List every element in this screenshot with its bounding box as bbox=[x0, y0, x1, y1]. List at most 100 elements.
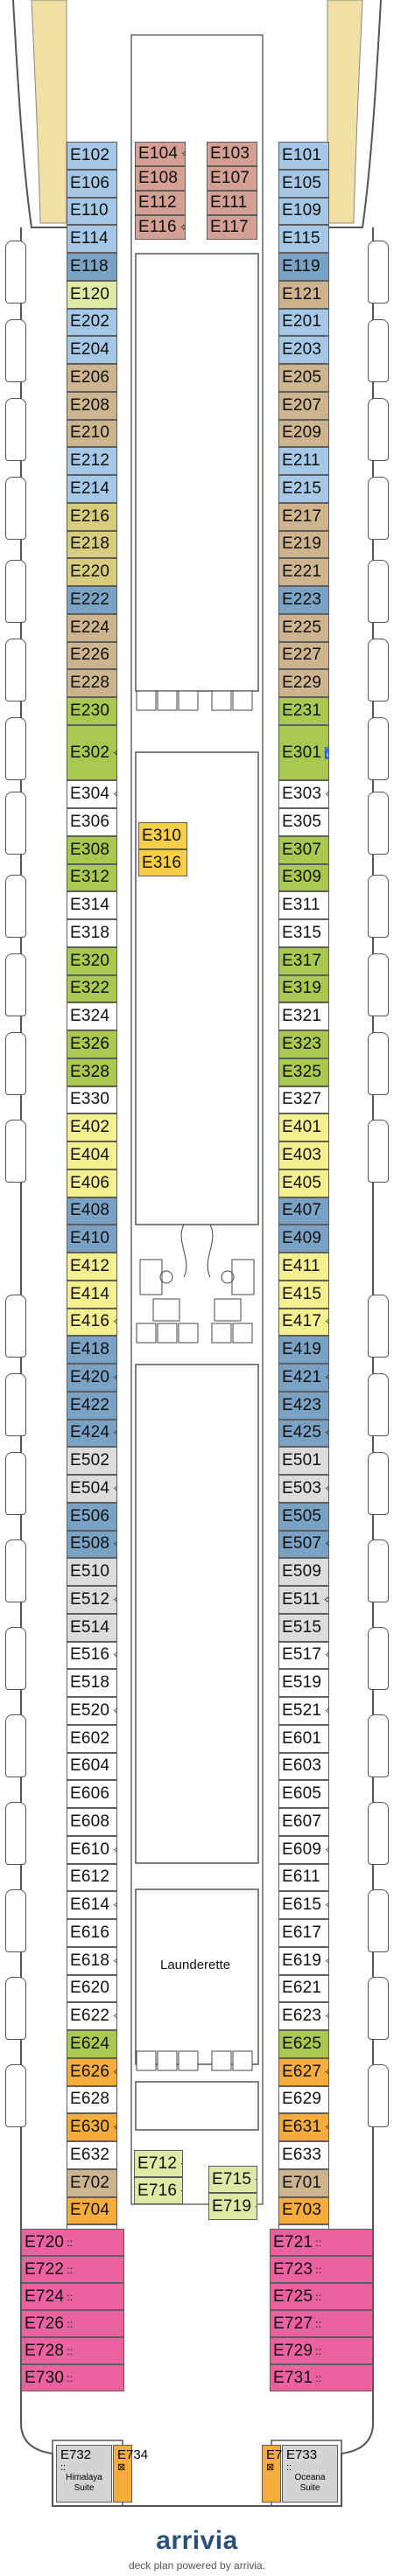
cabin-e218[interactable]: E218 bbox=[67, 530, 117, 559]
cabin-e319[interactable]: E319 bbox=[278, 974, 329, 1003]
cabin-e412[interactable]: E412 bbox=[67, 1253, 117, 1281]
cabin-e725[interactable]: E725:: bbox=[270, 2283, 373, 2310]
cabin-e515[interactable]: E515 bbox=[278, 1613, 329, 1642]
cabin-e416[interactable]: E416✧ bbox=[67, 1308, 117, 1337]
cabin-e729[interactable]: E729:: bbox=[270, 2337, 373, 2364]
cabin-e409[interactable]: E409 bbox=[278, 1225, 329, 1253]
cabin-e401[interactable]: E401 bbox=[278, 1113, 329, 1141]
cabin-e503[interactable]: E503✧ bbox=[278, 1475, 329, 1503]
cabin-e229[interactable]: E229 bbox=[278, 669, 329, 697]
cabin-e111[interactable]: E111 bbox=[207, 191, 257, 215]
cabin-e726[interactable]: E726:: bbox=[21, 2310, 124, 2337]
cabin-e410[interactable]: E410 bbox=[67, 1225, 117, 1253]
cabin-e703[interactable]: E703 bbox=[278, 2196, 329, 2225]
cabin-e317[interactable]: E317 bbox=[278, 946, 329, 975]
cabin-e203[interactable]: E203 bbox=[278, 336, 329, 364]
cabin-e226[interactable]: E226 bbox=[67, 641, 117, 670]
cabin-e227[interactable]: E227 bbox=[278, 641, 329, 670]
cabin-e301[interactable]: E301♿ bbox=[278, 724, 329, 781]
cabin-e220[interactable]: E220 bbox=[67, 558, 117, 586]
cabin-e505[interactable]: E505 bbox=[278, 1502, 329, 1531]
cabin-e414[interactable]: E414 bbox=[67, 1280, 117, 1309]
cabin-e606[interactable]: E606 bbox=[67, 1780, 117, 1808]
cabin-e115[interactable]: E115 bbox=[278, 225, 329, 253]
cabin-e631[interactable]: E631✧ bbox=[278, 2113, 329, 2141]
cabin-e201[interactable]: E201 bbox=[278, 308, 329, 337]
cabin-e501[interactable]: E501 bbox=[278, 1447, 329, 1475]
cabin-e619[interactable]: E619✧ bbox=[278, 1946, 329, 1975]
cabin-e307[interactable]: E307 bbox=[278, 835, 329, 864]
cabin-e103[interactable]: E103 bbox=[207, 142, 257, 166]
cabin-e620[interactable]: E620 bbox=[67, 1974, 117, 2003]
cabin-e321[interactable]: E321 bbox=[278, 1002, 329, 1030]
cabin-e105[interactable]: E105 bbox=[278, 169, 329, 198]
cabin-e702[interactable]: E702 bbox=[67, 2168, 117, 2197]
cabin-e108[interactable]: E108 bbox=[135, 166, 186, 191]
cabin-e626[interactable]: E626✧ bbox=[67, 2057, 117, 2086]
cabin-e318[interactable]: E318 bbox=[67, 919, 117, 947]
cabin-e205[interactable]: E205 bbox=[278, 364, 329, 392]
cabin-e511[interactable]: E511✧ bbox=[278, 1586, 329, 1614]
cabin-e408[interactable]: E408 bbox=[67, 1197, 117, 1225]
cabin-e315[interactable]: E315 bbox=[278, 919, 329, 947]
cabin-e712[interactable]: E712✧ bbox=[134, 2150, 183, 2177]
cabin-e618[interactable]: E618✧ bbox=[67, 1946, 117, 1975]
cabin-e309[interactable]: E309 bbox=[278, 863, 329, 892]
cabin-e629[interactable]: E629 bbox=[278, 2085, 329, 2114]
cabin-e424[interactable]: E424✧ bbox=[67, 1419, 117, 1448]
cabin-e506[interactable]: E506 bbox=[67, 1502, 117, 1531]
cabin-e628[interactable]: E628 bbox=[67, 2085, 117, 2114]
cabin-e721[interactable]: E721:: bbox=[270, 2229, 373, 2256]
cabin-e624[interactable]: E624 bbox=[67, 2030, 117, 2058]
cabin-e601[interactable]: E601 bbox=[278, 1724, 329, 1753]
cabin-e630[interactable]: E630✧ bbox=[67, 2113, 117, 2141]
cabin-e328[interactable]: E328 bbox=[67, 1058, 117, 1086]
cabin-e324[interactable]: E324 bbox=[67, 1002, 117, 1030]
cabin-e110[interactable]: E110 bbox=[67, 197, 117, 226]
cabin-e406[interactable]: E406 bbox=[67, 1169, 117, 1197]
cabin-e403[interactable]: E403 bbox=[278, 1141, 329, 1169]
cabin-e231[interactable]: E231 bbox=[278, 697, 329, 725]
cabin-e521[interactable]: E521✧ bbox=[278, 1697, 329, 1725]
cabin-e519[interactable]: E519 bbox=[278, 1669, 329, 1697]
cabin-e612[interactable]: E612 bbox=[67, 1863, 117, 1892]
cabin-e104[interactable]: E104✧ bbox=[135, 142, 186, 166]
cabin-e734[interactable]: E734⊠ bbox=[113, 2445, 148, 2503]
cabin-e114[interactable]: E114 bbox=[67, 225, 117, 253]
cabin-e120[interactable]: E120 bbox=[67, 280, 117, 309]
cabin-e724[interactable]: E724:: bbox=[21, 2283, 124, 2310]
cabin-e728[interactable]: E728:: bbox=[21, 2337, 124, 2364]
cabin-e507[interactable]: E507✧ bbox=[278, 1530, 329, 1559]
cabin-e417[interactable]: E417✧ bbox=[278, 1308, 329, 1337]
cabin-e614[interactable]: E614✧ bbox=[67, 1891, 117, 1919]
cabin-e116[interactable]: E116✧ bbox=[135, 215, 186, 240]
cabin-e304[interactable]: E304✧ bbox=[67, 780, 117, 808]
cabin-e402[interactable]: E402 bbox=[67, 1113, 117, 1141]
cabin-e330[interactable]: E330 bbox=[67, 1086, 117, 1114]
cabin-e101[interactable]: E101 bbox=[278, 142, 329, 170]
cabin-e209[interactable]: E209 bbox=[278, 419, 329, 448]
cabin-e425[interactable]: E425✧ bbox=[278, 1419, 329, 1448]
cabin-e303[interactable]: E303✧ bbox=[278, 780, 329, 808]
cabin-e603[interactable]: E603 bbox=[278, 1752, 329, 1781]
cabin-e716[interactable]: E716✧ bbox=[134, 2177, 183, 2204]
cabin-e306[interactable]: E306 bbox=[67, 808, 117, 836]
cabin-e320[interactable]: E320 bbox=[67, 946, 117, 975]
cabin-e112[interactable]: E112 bbox=[135, 191, 186, 215]
cabin-e207[interactable]: E207 bbox=[278, 391, 329, 420]
cabin-e514[interactable]: E514 bbox=[67, 1613, 117, 1642]
cabin-e604[interactable]: E604 bbox=[67, 1752, 117, 1781]
cabin-e720[interactable]: E720:: bbox=[21, 2229, 124, 2256]
cabin-e310[interactable]: E310 bbox=[138, 822, 187, 849]
cabin-e216[interactable]: E216 bbox=[67, 502, 117, 531]
cabin-e516[interactable]: E516✧ bbox=[67, 1641, 117, 1670]
cabin-e633[interactable]: E633 bbox=[278, 2141, 329, 2169]
cabin-e723[interactable]: E723:: bbox=[270, 2256, 373, 2283]
cabin-e508[interactable]: E508✧ bbox=[67, 1530, 117, 1559]
cabin-e204[interactable]: E204 bbox=[67, 336, 117, 364]
cabin-e605[interactable]: E605 bbox=[278, 1780, 329, 1808]
cabin-e211[interactable]: E211 bbox=[278, 447, 329, 475]
cabin-e518[interactable]: E518 bbox=[67, 1669, 117, 1697]
cabin-e719[interactable]: E719✧ bbox=[208, 2193, 257, 2220]
